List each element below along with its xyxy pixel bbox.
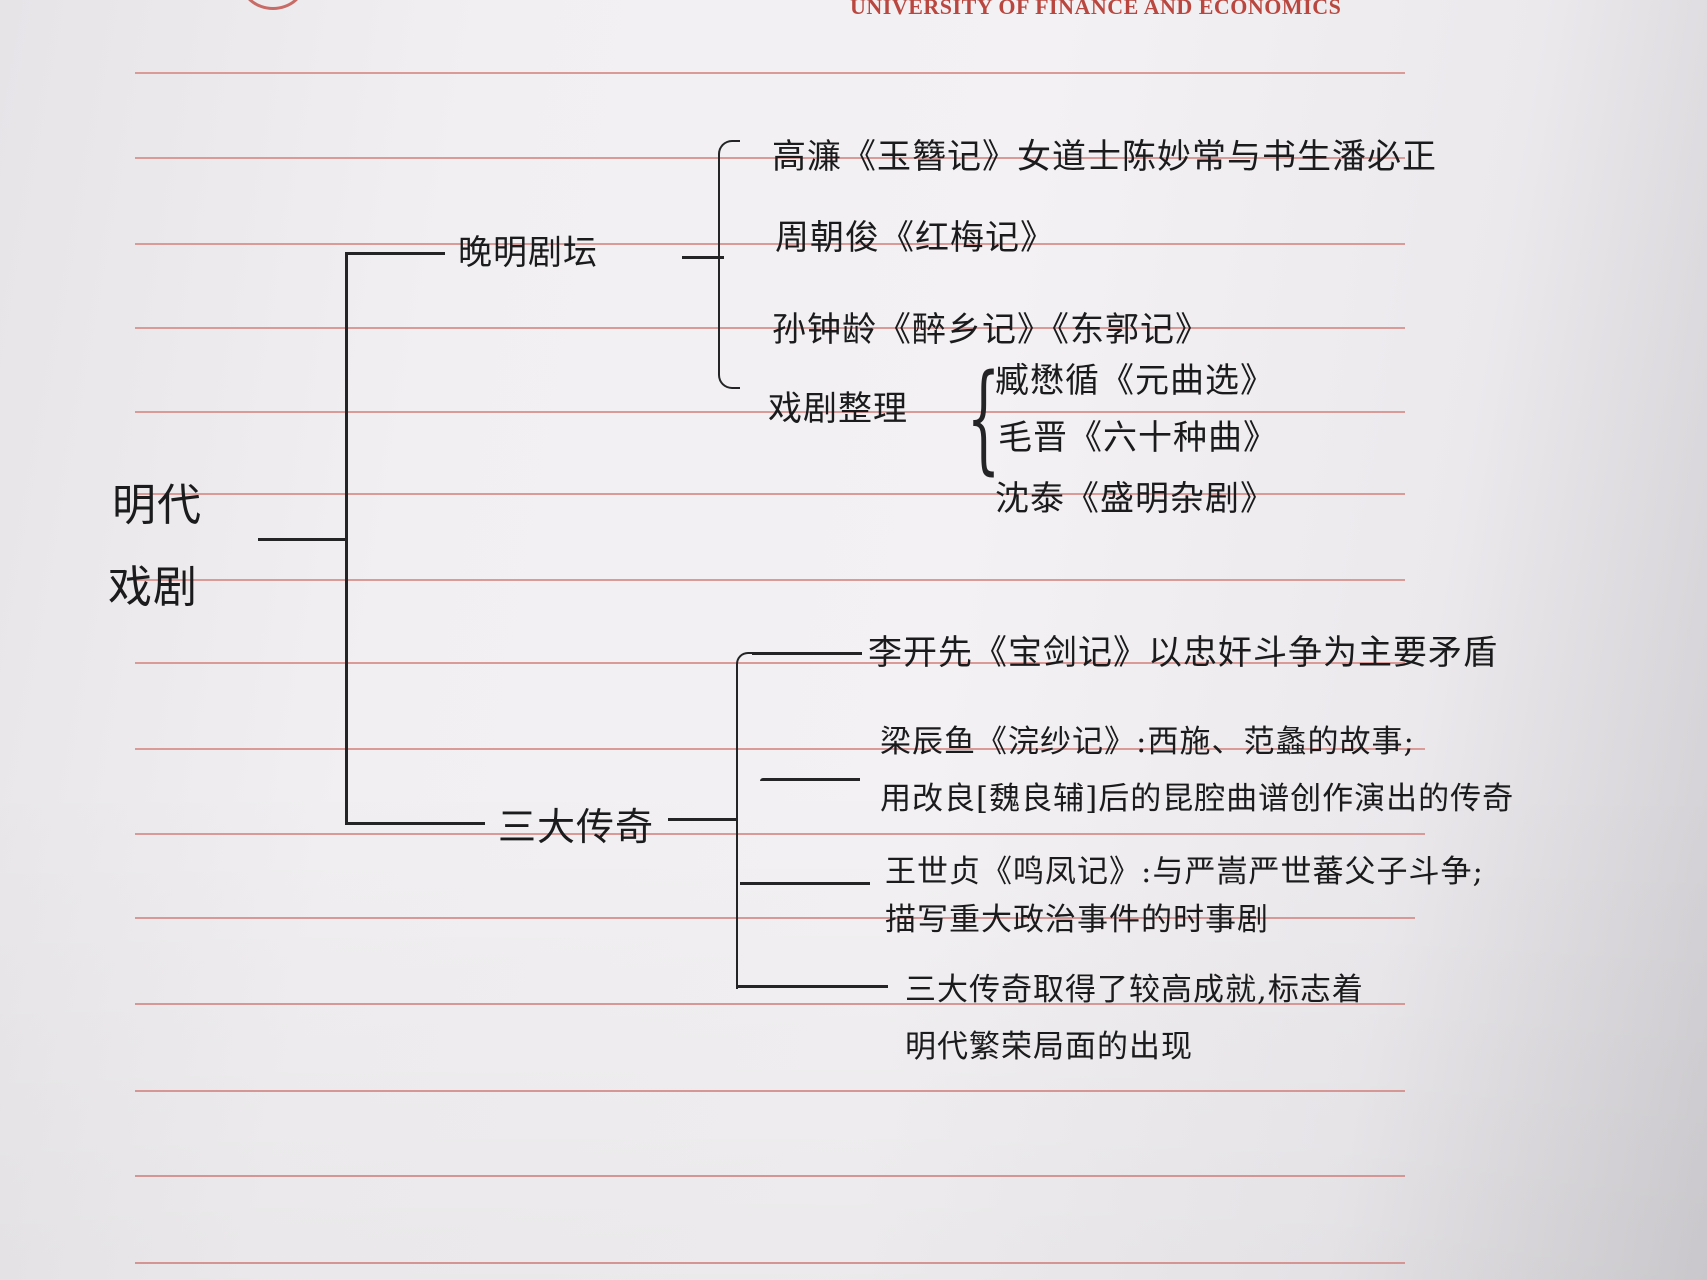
summary-line2: 明代繁荣局面的出现 — [905, 1029, 1193, 1065]
item-li-kaixian: 李开先《宝剑记》以忠奸斗争为主要矛盾 — [868, 633, 1498, 673]
item-mao-jin: 毛晋《六十种曲》 — [998, 418, 1278, 458]
item-wang-shizhen-line1: 王世贞《鸣凤记》:与严嵩严世蕃父子斗争; — [885, 854, 1484, 890]
compilation-brace: { — [966, 348, 1001, 486]
sub-branch-drama-compilation: 戏剧整理 — [768, 389, 908, 429]
branch2-connector — [668, 818, 738, 821]
item-shen-tai: 沈泰《盛明杂剧》 — [995, 479, 1275, 519]
root-label-line2: 戏剧 — [108, 562, 198, 613]
branch1-bracket — [718, 140, 740, 389]
branch2-bracket — [736, 652, 758, 989]
item-liang-chenyu-line2: 用改良[魏良辅]后的昆腔曲谱创作演出的传奇 — [880, 781, 1515, 817]
item-liang-chenyu-line1: 梁辰鱼《浣纱记》:西施、范蠡的故事; — [880, 724, 1415, 760]
item-sun-zhongling: 孙钟龄《醉乡记》《东郭记》 — [772, 310, 1210, 350]
item-zang-maoxun: 臧懋循《元曲选》 — [995, 361, 1275, 401]
university-logo — [240, 0, 306, 10]
branch-three-great-chuanqi: 三大传奇 — [498, 805, 655, 849]
item-zhou-chaojun: 周朝俊《红梅记》 — [775, 218, 1055, 258]
branch1-connector — [682, 256, 724, 259]
branch-late-ming-drama: 晚明剧坛 — [458, 233, 598, 273]
item-wang-shizhen-line2: 描写重大政治事件的时事剧 — [885, 902, 1269, 938]
item-gao-lian: 高濂《玉簪记》女道士陈妙常与书生潘必正 — [772, 137, 1437, 177]
root-label-line1: 明代 — [112, 480, 202, 531]
summary-line1: 三大传奇取得了较高成就,标志着 — [905, 972, 1364, 1008]
university-header: UNIVERSITY OF FINANCE AND ECONOMICS — [850, 0, 1342, 19]
